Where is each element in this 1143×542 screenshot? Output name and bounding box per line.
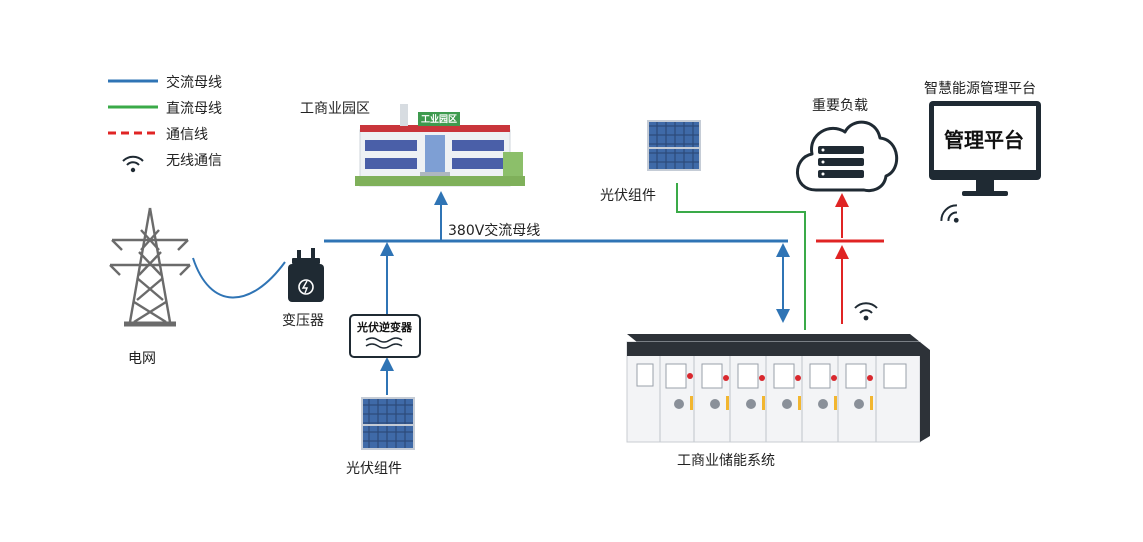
power-tower-icon (109, 207, 191, 327)
dc-bus-line (676, 183, 806, 330)
ems-monitor-icon (929, 101, 1041, 196)
park-sign-label: 工业园区 (421, 115, 458, 125)
transformer-icon (288, 248, 324, 302)
pv-left-label: 光伏组件 (346, 461, 402, 477)
legend-comm-label: 通信线 (166, 127, 208, 143)
pv-panel-right-icon (647, 120, 701, 171)
critical-load-cloud-icon (796, 120, 899, 193)
storage-cabinets-icon (626, 334, 930, 443)
storage-wifi-icon (854, 302, 878, 321)
legend-wifi-icon (122, 155, 144, 173)
grid-cable (192, 257, 286, 299)
critical-load-label: 重要负载 (812, 98, 868, 114)
inverter-box-icon (349, 314, 421, 358)
ems-wifi-icon (940, 204, 959, 223)
legend-ac-label: 交流母线 (166, 75, 222, 91)
legend-dc-label: 直流母线 (166, 101, 222, 117)
pv-panel-left-icon (361, 397, 415, 450)
pv-right-label: 光伏组件 (600, 188, 656, 204)
legend-wireless-label: 无线通信 (166, 153, 222, 169)
ems-screen-label: 管理平台 (944, 128, 1024, 152)
transformer-label: 变压器 (282, 313, 324, 329)
inverter-label: 光伏逆变器 (357, 321, 412, 334)
ems-title-label: 智慧能源管理平台 (924, 81, 1036, 97)
industrial-park-building-icon (355, 104, 525, 187)
storage-label: 工商业储能系统 (677, 453, 775, 469)
bus-label: 380V交流母线 (448, 223, 541, 239)
industrial-park-label: 工商业园区 (300, 101, 370, 117)
grid-label: 电网 (128, 351, 156, 367)
